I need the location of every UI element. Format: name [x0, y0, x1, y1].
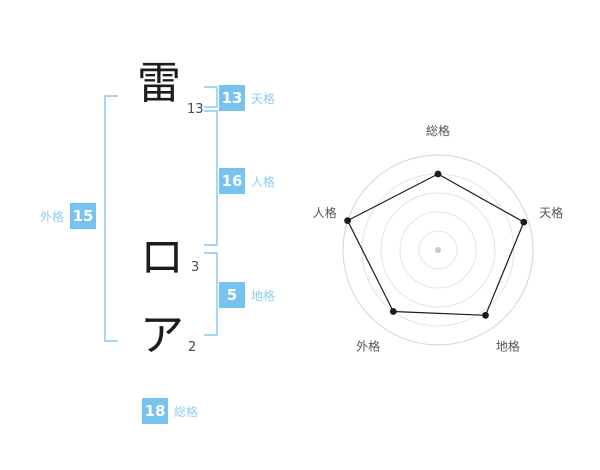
radar-data-point: [344, 217, 351, 224]
radar-axis-label: 外格: [356, 338, 380, 353]
jinkaku-value-badge: 16: [219, 168, 245, 194]
stroke-count: 3: [191, 260, 200, 275]
stroke-count: 2: [188, 340, 197, 355]
gaikaku-value-badge: 15: [70, 203, 97, 229]
tenkaku-group: 13 天格: [219, 85, 275, 111]
radar-data-point: [482, 311, 489, 319]
name-character: 雷: [137, 58, 181, 109]
radar-data-polygon: [346, 173, 525, 316]
jinkaku-bracket: [204, 110, 218, 246]
chikaku-group: 5 地格: [219, 282, 275, 308]
chikaku-label: 地格: [251, 288, 276, 303]
radar-grid-ring: [399, 211, 477, 289]
radar-data-point: [520, 218, 528, 226]
chikaku-value-badge: 5: [219, 282, 245, 308]
radar-axis-label: 地格: [496, 338, 520, 353]
radar-grid-ring: [418, 230, 458, 270]
name-character: ロ: [140, 232, 184, 283]
radar-axis-label: 総格: [426, 123, 450, 138]
radar-axis-label: 天格: [539, 205, 563, 220]
stroke-count: 13: [187, 102, 204, 117]
tenkaku-bracket: [204, 86, 218, 108]
name-character: ア: [140, 310, 184, 361]
radar-data-point: [434, 170, 442, 178]
jinkaku-group: 16 人格: [219, 168, 275, 194]
soukaku-label: 総格: [174, 404, 199, 419]
radar-grid-ring: [342, 154, 534, 346]
tenkaku-value-badge: 13: [219, 85, 245, 111]
chikaku-bracket: [204, 252, 218, 336]
soukaku-value-badge: 18: [142, 398, 168, 424]
radar-center-dot: [435, 247, 441, 253]
radar-grid-ring: [380, 192, 496, 308]
gaikaku-bracket: [104, 95, 118, 342]
jinkaku-label: 人格: [251, 174, 276, 189]
gaikaku-group: 外格 15: [40, 203, 97, 229]
radar-axis-label: 人格: [313, 205, 337, 220]
tenkaku-label: 天格: [251, 91, 276, 106]
radar-data-point: [389, 308, 397, 315]
soukaku-group: 18 総格: [142, 398, 198, 424]
gaikaku-label: 外格: [40, 209, 65, 224]
